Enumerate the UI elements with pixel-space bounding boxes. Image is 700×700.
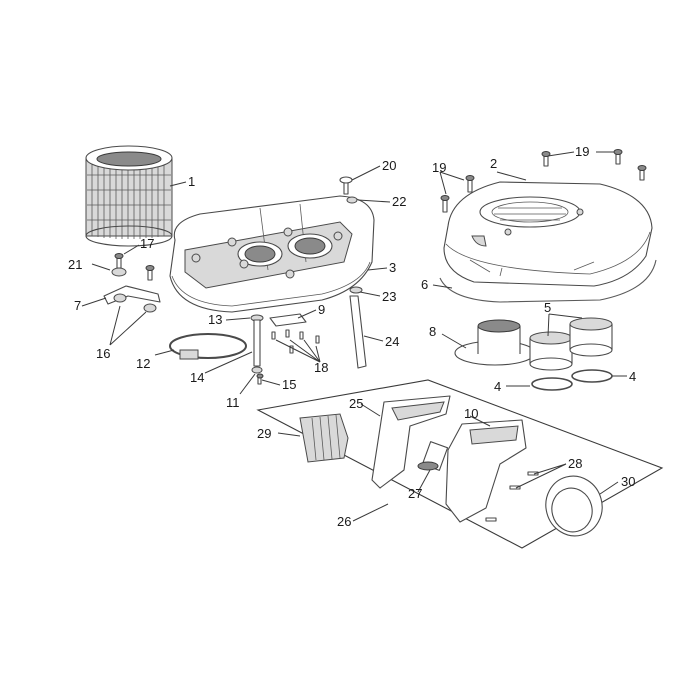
grommets-16-part: [113, 293, 157, 313]
assembly-26-frame: [256, 379, 664, 549]
grommet-22-part: [346, 196, 358, 204]
screw-15-part: [256, 373, 264, 385]
callout-8: 8: [429, 324, 436, 339]
plate-9-part: [269, 313, 307, 327]
callout-19a: 19: [432, 160, 446, 175]
screws-18-part: [271, 329, 320, 354]
callout-30: 30: [621, 474, 635, 489]
gasket-part: [439, 259, 657, 303]
callout-1: 1: [188, 174, 195, 189]
callout-10: 10: [464, 406, 478, 421]
callout-29: 29: [257, 426, 271, 441]
callout-23: 23: [382, 289, 396, 304]
vent-hose-24-part: [349, 295, 367, 369]
callout-9: 9: [318, 302, 325, 317]
callout-6: 6: [421, 277, 428, 292]
callout-18: 18: [314, 360, 328, 375]
hose-fitting-23-part: [349, 286, 363, 294]
duct-ring-30-part: [545, 475, 603, 537]
callout-20: 20: [382, 158, 396, 173]
callout-3: 3: [389, 260, 396, 275]
velocity-stack-8-part: [454, 319, 536, 366]
screw-20-part: [339, 176, 353, 195]
callout-4b: 4: [629, 369, 636, 384]
duct-10-part: [445, 419, 527, 523]
callout-17: 17: [140, 236, 154, 251]
callout-2: 2: [490, 156, 497, 171]
filter-element-29-part: [299, 413, 349, 463]
airbox-lower-housing-part: [169, 195, 375, 313]
screws-19-part: [440, 149, 647, 213]
callout-19b: 19: [575, 144, 589, 159]
intake-funnels-5-part: [529, 317, 613, 371]
airbox-cover-part: [443, 181, 653, 287]
coupler-27-part: [417, 441, 449, 471]
callout-28: 28: [568, 456, 582, 471]
callout-24: 24: [385, 334, 399, 349]
callout-26: 26: [337, 514, 351, 529]
leader-lines: [81, 151, 627, 522]
callout-12: 12: [136, 356, 150, 371]
callout-7: 7: [74, 298, 81, 313]
callout-labels: 1 2 3 4 4 5 6 7 8 9 10 11 12 13 14 15 16…: [68, 144, 636, 529]
duct-25-part: [371, 395, 451, 489]
callout-14: 14: [190, 370, 204, 385]
callout-15: 15: [282, 377, 296, 392]
callout-4a: 4: [494, 379, 501, 394]
callout-25: 25: [349, 396, 363, 411]
screws-28-part: [485, 471, 539, 522]
hose-clamp-part: [169, 333, 247, 360]
callout-11: 11: [226, 395, 240, 410]
air-filter-part: [85, 145, 173, 247]
callout-5: 5: [544, 300, 551, 315]
bracket-7-part: [103, 285, 161, 305]
callout-13: 13: [208, 312, 222, 327]
drain-tube-14-part: [253, 319, 261, 367]
callout-27: 27: [408, 486, 422, 501]
callout-22: 22: [392, 194, 406, 209]
o-rings-4-part: [531, 369, 613, 391]
washer-21-part: [111, 267, 127, 277]
callout-16: 16: [96, 346, 110, 361]
clip-11-part: [251, 366, 263, 374]
callout-21: 21: [68, 257, 82, 272]
